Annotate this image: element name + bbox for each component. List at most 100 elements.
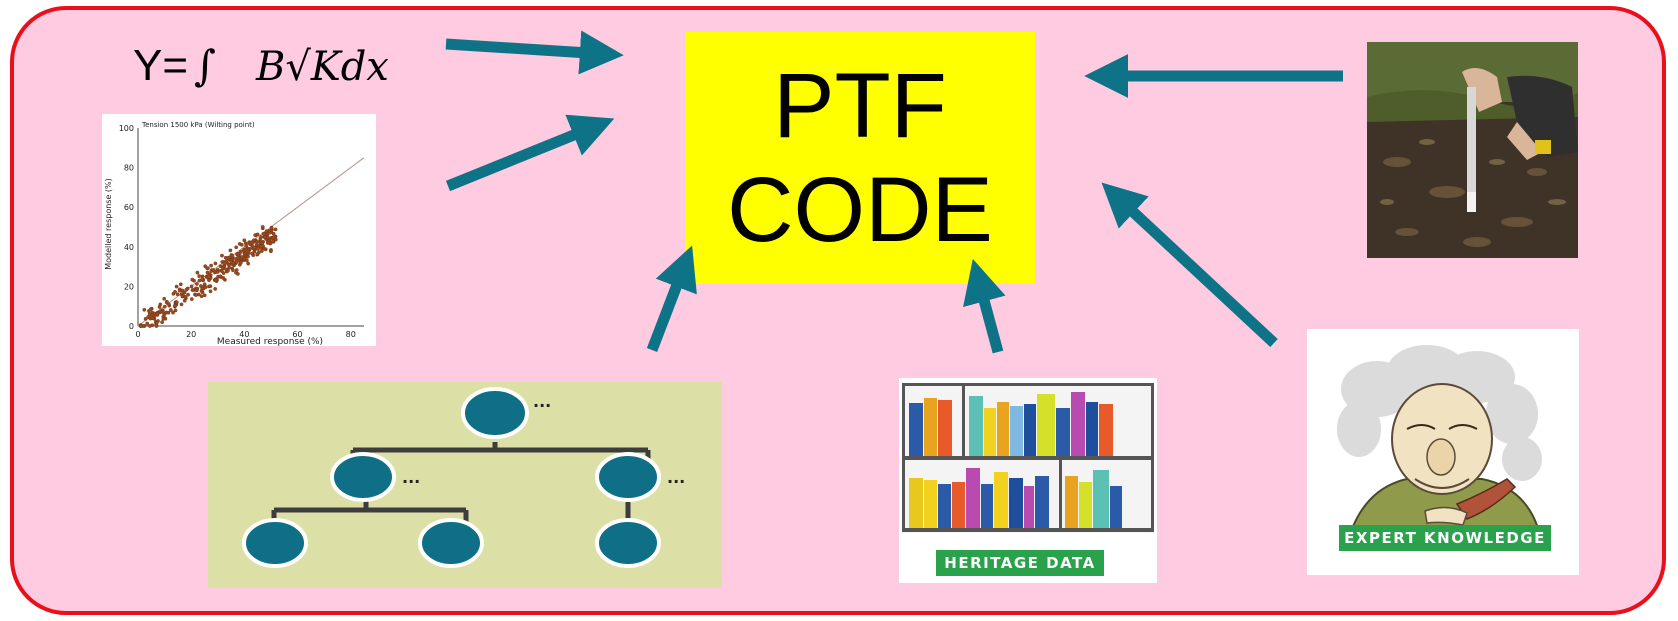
- y-tick-label: 100: [119, 124, 134, 133]
- scatter-axes: [137, 128, 364, 327]
- scatter-point: [222, 261, 227, 266]
- scatter-point: [273, 227, 278, 232]
- scatter-point: [205, 270, 210, 275]
- y-tick-label: 20: [124, 282, 134, 291]
- scatter-point: [147, 312, 152, 316]
- scatter-point: [225, 256, 230, 260]
- scatter-point: [231, 268, 235, 273]
- scatter-point: [218, 274, 223, 279]
- scatter-point: [203, 285, 208, 290]
- scatter-point: [162, 304, 167, 309]
- y-tick-label: 0: [129, 322, 134, 331]
- scatter-point: [202, 293, 207, 298]
- scatter-point: [174, 284, 179, 289]
- scatter-point: [162, 296, 167, 301]
- scatter-point: [184, 288, 189, 292]
- tree-ellipsis-root: ...: [533, 392, 551, 411]
- x-tick-label: 80: [346, 330, 356, 339]
- integral-sign: ∫: [194, 41, 216, 90]
- scatter-point: [263, 247, 268, 252]
- scatter-point: [199, 284, 203, 288]
- scatter-point: [220, 253, 224, 258]
- scatter-point: [240, 255, 244, 259]
- field-photo-graphic: [1367, 42, 1578, 258]
- scatter-point: [245, 249, 250, 254]
- scatter-point: [272, 234, 277, 239]
- ptf-code-box: PTF CODE: [685, 32, 1035, 284]
- scatter-point: [234, 259, 239, 264]
- scatter-point: [203, 264, 208, 269]
- scatter-point: [243, 241, 248, 246]
- scatter-point: [263, 235, 268, 240]
- scatter-point: [183, 295, 188, 299]
- scatter-point: [238, 249, 243, 254]
- scatter-point: [189, 284, 194, 289]
- bookshelf-graphic: [902, 383, 1154, 533]
- scatter-point: [175, 292, 180, 297]
- tree-leaf-2: [418, 518, 484, 568]
- scatter-point: [213, 261, 218, 266]
- books-bottom-shelf: [909, 468, 1122, 528]
- scatter-point: [138, 324, 143, 328]
- scatter-point: [228, 248, 233, 253]
- books-top-shelf: [909, 392, 1113, 456]
- scatter-point: [190, 288, 195, 292]
- x-tick-label: 60: [292, 330, 302, 339]
- scatter-point: [213, 278, 218, 283]
- scatter-point: [269, 249, 273, 254]
- scatter-point: [194, 293, 198, 297]
- tree-leaf-3: [595, 518, 661, 568]
- scatter-point: [219, 269, 224, 273]
- scatter-point: [186, 292, 190, 297]
- x-tick-label: 40: [239, 330, 249, 339]
- scatter-point: [252, 245, 257, 250]
- scatter-point: [215, 270, 220, 274]
- code-label: CODE: [727, 159, 993, 261]
- scatter-point: [235, 252, 240, 256]
- scatter-point: [168, 308, 173, 312]
- scatter-point: [178, 282, 183, 287]
- y-tick-label: 40: [124, 243, 134, 252]
- scatter-point: [246, 254, 250, 259]
- tree-node-left: [330, 452, 396, 502]
- scatter-point: [246, 261, 251, 266]
- scatter-point: [208, 289, 213, 294]
- tree-ellipsis-right: ...: [667, 468, 685, 487]
- scatter-point: [268, 230, 272, 235]
- scatter-points: [138, 225, 278, 328]
- scatter-point: [230, 253, 235, 258]
- scatter-point: [142, 307, 147, 312]
- tree-leaf-1: [242, 518, 308, 568]
- scatter-point: [260, 241, 264, 245]
- y-tick-label: 80: [124, 164, 134, 173]
- bookshelf: HERITAGE DATA: [899, 378, 1157, 583]
- scatter-point: [195, 282, 199, 286]
- scatter-point: [221, 276, 226, 280]
- scatter-point: [271, 239, 275, 244]
- scatter-point: [213, 287, 218, 291]
- y-tick-label: 60: [124, 203, 134, 212]
- scatter-point: [236, 255, 241, 260]
- scatter-point: [264, 229, 269, 234]
- scatter-point: [197, 278, 202, 283]
- scatter-title: Tension 1500 kPa (Wilting point): [141, 121, 255, 129]
- scatter-point: [236, 272, 240, 276]
- tree-root-node: [461, 387, 529, 439]
- x-tick-label: 20: [186, 330, 196, 339]
- scatter-point: [173, 308, 178, 313]
- scatter-point: [256, 246, 260, 251]
- formula-lhs: Y=: [133, 41, 189, 90]
- scatter-point: [260, 249, 264, 253]
- scatter-ylabel: Modelled response (%): [104, 178, 113, 270]
- scatter-point: [150, 316, 155, 321]
- scatter-point: [195, 270, 200, 275]
- scatter-xlabel: Measured response (%): [217, 337, 323, 346]
- scatter-point: [182, 290, 187, 295]
- scatter-point: [226, 268, 230, 273]
- einstein-caricature: EXPERT KNOWLEDGE: [1307, 329, 1579, 575]
- scatter-point: [260, 225, 265, 229]
- scatter-point: [164, 300, 169, 305]
- scatter-point: [242, 238, 247, 243]
- tree-ellipsis-left: ...: [402, 468, 420, 487]
